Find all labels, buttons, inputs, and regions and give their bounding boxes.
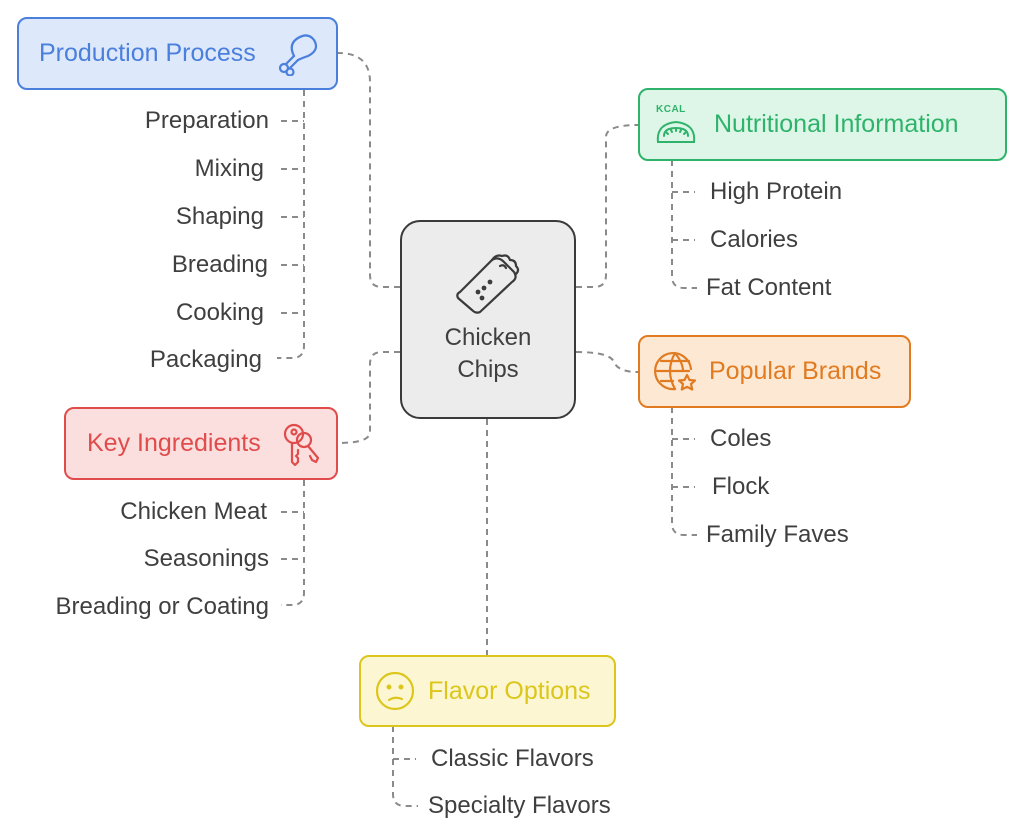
connector-brands-list [671, 407, 697, 536]
center-title-line1: Chicken [444, 324, 532, 351]
nutritional-information-title: Nutritional Information [714, 110, 959, 138]
key-ingredients-title: Key Ingredients [87, 429, 261, 457]
ingredients-item-2: Breading or Coating [55, 593, 269, 620]
center-title: Chicken Chips [400, 322, 576, 386]
nutritional-information-node: Nutritional Information [638, 88, 1007, 161]
production-item-3: Breading [171, 251, 268, 278]
connector-center-production [337, 52, 400, 288]
keys-icon [283, 423, 320, 467]
production-process-title: Production Process [39, 39, 256, 67]
production-process-node: Production Process [17, 17, 338, 90]
brands-item-0: Coles [710, 425, 772, 452]
drumstick-icon [278, 34, 318, 76]
globe-star-icon [654, 351, 697, 391]
kcal-label: KCAL [656, 104, 686, 115]
brands-item-1: Flock [712, 473, 770, 500]
popular-brands-title: Popular Brands [709, 357, 882, 385]
connector-nutrition-list [671, 160, 697, 289]
connector-flavors-list [392, 726, 418, 807]
flavors-item-0: Classic Flavors [431, 745, 594, 772]
connector-production-list [277, 90, 305, 359]
connector-center-brands [575, 351, 639, 373]
brands-item-2: Family Faves [706, 521, 849, 548]
center-node [400, 220, 576, 419]
ingredients-item-1: Seasonings [143, 545, 269, 572]
production-item-4: Cooking [175, 299, 264, 326]
center-title-line2: Chips [457, 356, 519, 383]
nutrition-item-1: Calories [710, 226, 799, 253]
production-item-0: Preparation [144, 107, 269, 134]
ingredients-item-0: Chicken Meat [120, 498, 267, 525]
confused-face-icon [375, 671, 415, 711]
popular-brands-node: Popular Brands [638, 335, 911, 408]
flavor-options-node: Flavor Options [359, 655, 616, 727]
nutrition-item-0: High Protein [710, 178, 843, 205]
burrito-wrap-icon [456, 254, 520, 314]
connector-ingredients-list [281, 480, 305, 606]
flavors-item-1: Specialty Flavors [428, 792, 611, 819]
production-item-1: Mixing [194, 155, 264, 182]
kcal-scale-icon: KCAL [654, 104, 702, 148]
production-item-2: Shaping [175, 203, 264, 230]
nutrition-item-2: Fat Content [706, 274, 832, 301]
production-item-5: Packaging [149, 346, 262, 373]
flavor-options-title: Flavor Options [428, 676, 591, 705]
connector-center-nutrition [576, 124, 639, 288]
connector-center-ingredients [337, 351, 400, 444]
